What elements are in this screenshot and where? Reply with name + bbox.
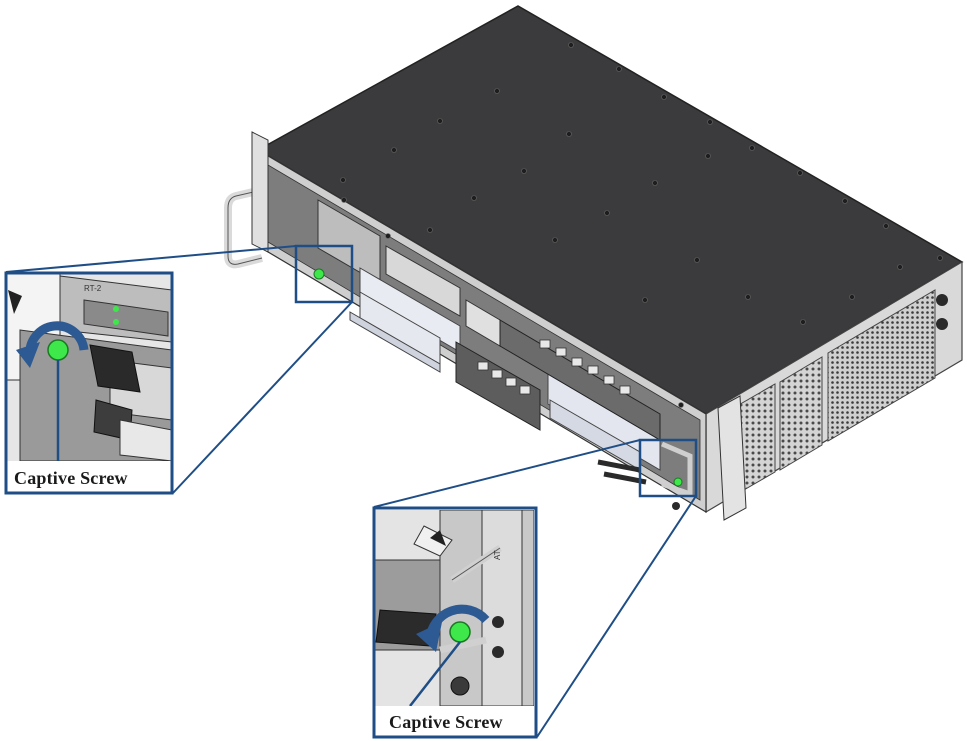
captive-screw-label-left: Captive Screw — [14, 468, 128, 488]
captive-screw-marker — [313, 268, 325, 280]
side-vent — [827, 289, 936, 442]
callout-leader-lines — [5, 245, 697, 738]
chassis — [224, 5, 964, 521]
callout-source-box-right — [638, 438, 698, 498]
captive-screw-highlight — [47, 339, 69, 361]
top-screws — [340, 42, 943, 408]
detail-callout-bottom: AT — [372, 506, 538, 739]
callout-source-box-left — [294, 244, 354, 304]
detail-callout-left: RT-2 — [4, 271, 174, 495]
network-ports — [477, 339, 631, 395]
side-vent — [779, 356, 823, 471]
captive-screw-highlight — [449, 621, 471, 643]
captive-screw-marker — [673, 477, 683, 487]
captive-screw-label-bottom: Captive Screw — [389, 712, 503, 732]
svg-text:AT: AT — [493, 550, 502, 560]
svg-text:RT-2: RT-2 — [84, 284, 102, 293]
